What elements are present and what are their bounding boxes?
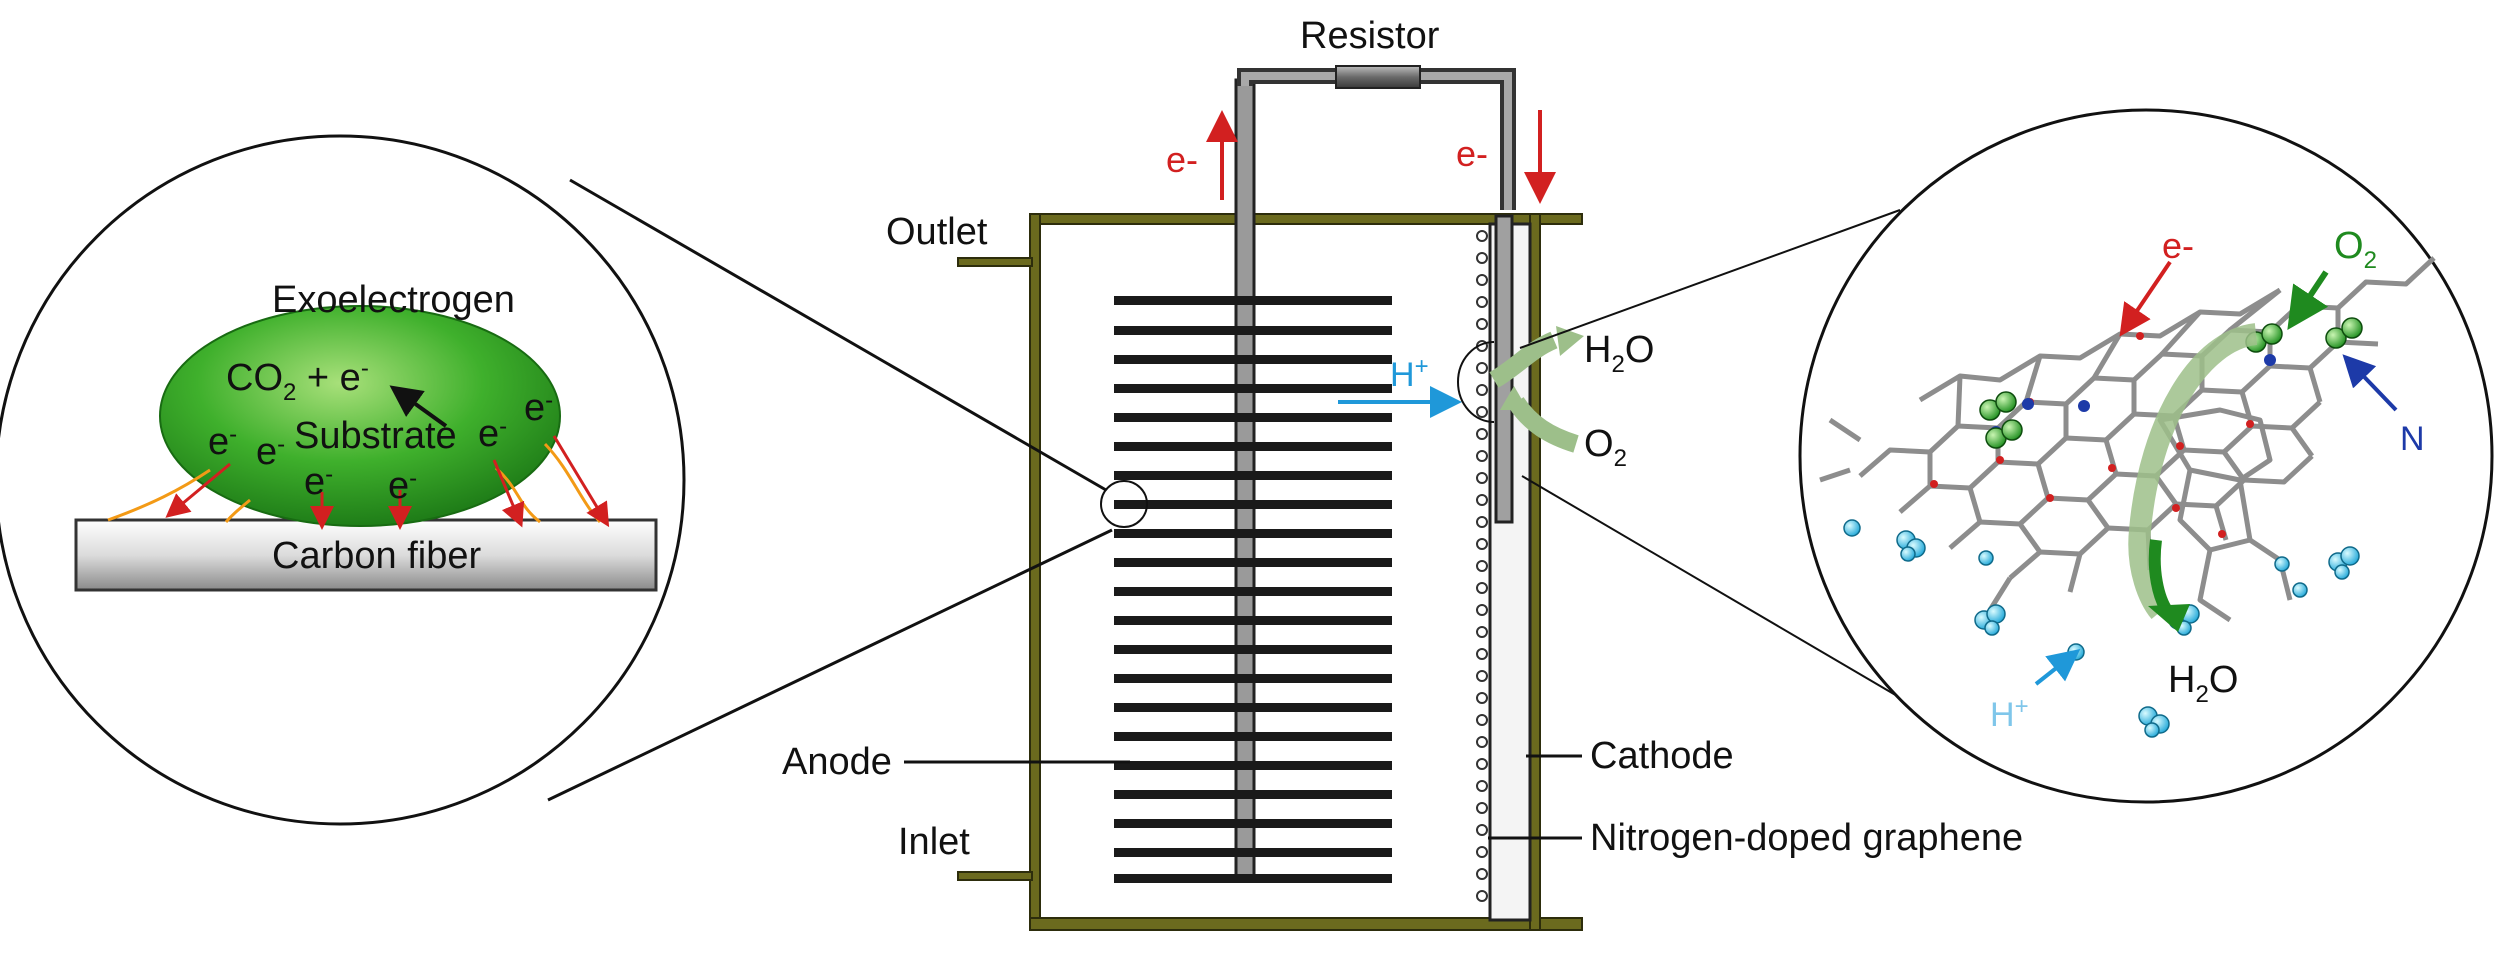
cathode-zoom: e- O2 N H+ H2O (1519, 108, 2494, 804)
electron-label-2: e- (256, 431, 285, 473)
outlet-label: Outlet (886, 211, 988, 253)
right-proton-arrow (2034, 649, 2081, 686)
electron-label-6: e- (524, 387, 553, 429)
zoom-connector-top (569, 178, 1107, 492)
oxygen-label-cell: O2 (1584, 423, 1627, 472)
electron-label-1: e- (208, 421, 237, 463)
resistor-label: Resistor (1300, 15, 1440, 57)
reaction-curve-arrow (2128, 323, 2258, 620)
inlet-pipe (957, 871, 1033, 881)
anode-label: Anode (782, 741, 892, 783)
right-proton-label: H+ (1990, 693, 2029, 734)
water-label-cell: H2O (1584, 329, 1654, 378)
anode-zoom: Exoelectrogen CO2 + e- Substrate Carbon … (0, 134, 1113, 826)
electron-label-left: e- (1166, 139, 1198, 180)
anode-zoom-marker (1100, 480, 1148, 528)
carbon-fiber-label: Carbon fiber (272, 535, 481, 577)
cathode-label: Cathode (1590, 735, 1734, 777)
outlet-pipe (957, 257, 1033, 267)
electron-label-3: e- (304, 461, 333, 503)
electron-label-5: e- (478, 413, 507, 455)
cathode-zoom-marker (1457, 341, 1495, 423)
right-o2-arrow (2287, 270, 2329, 330)
electron-label-4: e- (388, 465, 417, 507)
reactor-wall-bottom (1029, 917, 1583, 931)
reactor-wall-left (1029, 213, 1041, 931)
nanowires (107, 442, 602, 524)
oxygen-molecules (1979, 317, 2363, 449)
co2-label: CO2 + e- (226, 355, 369, 406)
right-o2-label: O2 (2334, 225, 2377, 274)
zoom-connector-right-bottom (1521, 475, 1905, 701)
right-n-arrow (2342, 354, 2398, 412)
inlet-label: Inlet (898, 821, 970, 863)
resistor-body (1335, 65, 1421, 89)
proton-label: H+ (1390, 353, 1429, 394)
exoelectrogen-label: Exoelectrogen (272, 279, 515, 321)
right-n-label: N (2400, 420, 2425, 458)
right-electron-label: e- (2162, 225, 2194, 266)
zoom-connector-bottom (547, 528, 1113, 802)
graphene-sheet (1819, 256, 2436, 623)
graphene-label: Nitrogen-doped graphene (1590, 817, 2023, 859)
right-water-label: H2O (2168, 659, 2238, 708)
fuel-cell: Resistor Outlet Inlet Anode Cathode Nitr… (782, 15, 2023, 931)
zoom-connector-right-top (1519, 209, 1901, 349)
left-electron-arrows (165, 435, 610, 530)
electron-label-right: e- (1456, 133, 1488, 174)
water-out-arrow (1489, 331, 1558, 388)
right-electron-arrow (2119, 260, 2172, 337)
carbon-fiber (74, 518, 658, 592)
substrate-arrow (389, 385, 448, 428)
graphene-coils (1476, 230, 1488, 902)
exoelectrogen-cell (159, 305, 561, 527)
substrate-label: Substrate (294, 415, 457, 457)
anode-fins (1114, 296, 1392, 883)
